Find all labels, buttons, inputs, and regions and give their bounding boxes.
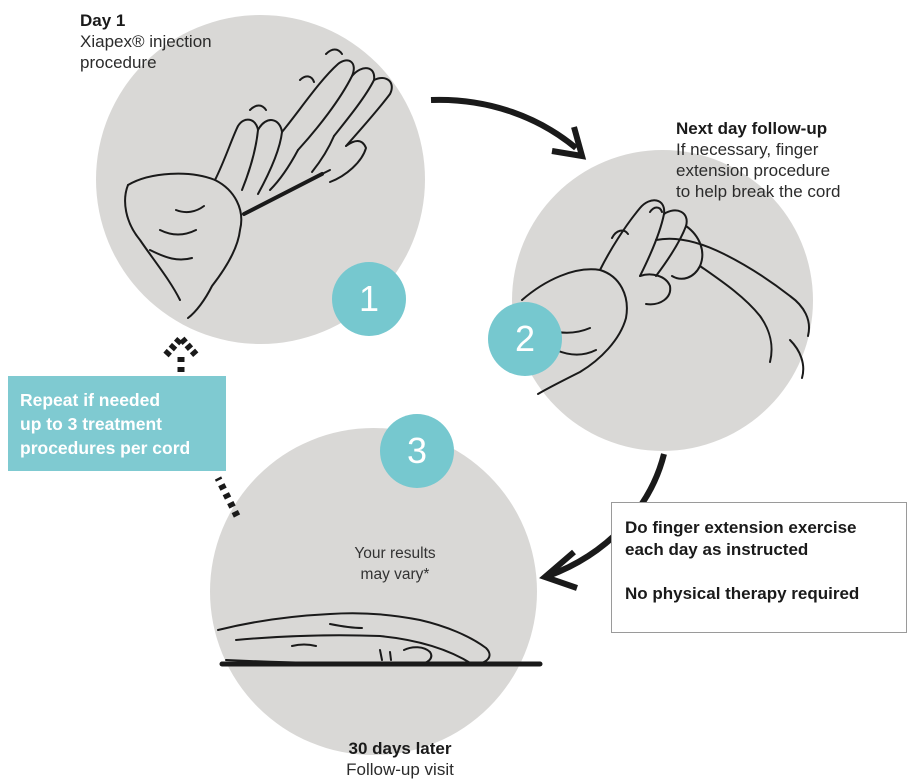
- step-2-title: Next day follow-up: [676, 119, 828, 138]
- step-2-label: Next day follow-up If necessary, finger …: [676, 118, 840, 202]
- step-1-title: Day 1: [80, 11, 126, 30]
- step-3-circle: [210, 428, 537, 755]
- arrow-head-1-to-2: [551, 126, 587, 160]
- results-note-line-1: Your results: [354, 545, 436, 562]
- repeat-box-line-1: Repeat if needed: [20, 390, 161, 410]
- dotted-arrow-3-to-1: [214, 476, 241, 518]
- results-note-line-2: may vary*: [360, 566, 430, 583]
- dotted-arrow-head: [163, 332, 199, 358]
- flat-hand-illustration: [217, 612, 543, 667]
- step-2-subtitle-line-3: to help break the cord: [676, 182, 841, 201]
- repeat-treatment-box: Repeat if needed up to 3 treatment proce…: [8, 376, 226, 471]
- results-note: Your results may vary*: [300, 543, 490, 585]
- injection-hand-illustration: [124, 48, 393, 319]
- instructions-box: Do finger extension exercise each day as…: [611, 502, 907, 633]
- step-3-number-badge: 3: [380, 414, 454, 488]
- repeat-box-line-3: procedures per cord: [20, 438, 191, 458]
- step-1-subtitle-line-1: Xiapex® injection: [80, 32, 212, 51]
- arrow-1-to-2: [430, 96, 578, 151]
- step-2-subtitle-line-1: If necessary, finger: [676, 140, 819, 159]
- step-3-subtitle-line-1: Follow-up visit: [346, 760, 454, 779]
- instructions-line-2: No physical therapy required: [625, 584, 860, 603]
- step-3-title: 30 days later: [348, 739, 452, 758]
- finger-extension-illustration: [521, 199, 810, 395]
- step-2-number-badge: 2: [488, 302, 562, 376]
- repeat-box-line-2: up to 3 treatment: [20, 414, 162, 434]
- step-3-label: 30 days later Follow-up visit: [340, 738, 460, 780]
- step-1-number-badge: 1: [332, 262, 406, 336]
- instructions-line-1b: each day as instructed: [625, 540, 809, 559]
- arrow-head-2-to-3: [539, 549, 578, 591]
- step-1-label: Day 1 Xiapex® injection procedure: [80, 10, 212, 73]
- instructions-line-1a: Do finger extension exercise: [625, 518, 857, 537]
- step-2-subtitle-line-2: extension procedure: [676, 161, 831, 180]
- step-1-subtitle-line-2: procedure: [80, 53, 157, 72]
